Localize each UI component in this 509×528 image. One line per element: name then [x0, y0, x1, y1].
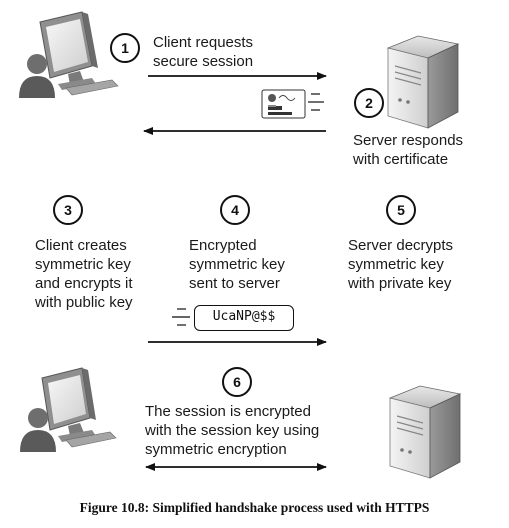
step-5-text: Server decrypts symmetric key with priva… [348, 237, 454, 292]
step-3-number: 3 [53, 195, 83, 225]
figure-caption: Figure 10.8: Simplified handshake proces… [79, 500, 430, 515]
client-computer-icon [39, 11, 119, 96]
step-2-number: 2 [354, 88, 384, 118]
step-4-text: Encrypted symmetric key sent to server [189, 237, 285, 292]
step-6-number: 6 [222, 367, 252, 397]
certificate-icon [261, 89, 306, 119]
step-6-text: The session is encrypted with the sessio… [145, 403, 320, 458]
client-user-icon [20, 408, 56, 452]
step-4-number: 4 [220, 195, 250, 225]
step-2-text: Server responds with certificate [353, 132, 464, 168]
key-motion-lines-icon [172, 308, 190, 326]
step-5-number: 5 [386, 195, 416, 225]
server-icon [386, 35, 460, 129]
server-icon [388, 385, 462, 479]
step-1-number: 1 [110, 33, 140, 63]
step-3-text: Client creates symmetric key and encrypt… [35, 237, 133, 311]
client-user-icon [19, 54, 55, 98]
encrypted-key-box: UcaNP@$$ [194, 305, 294, 331]
motion-lines-icon [308, 93, 324, 111]
client-computer-icon [41, 367, 117, 448]
step-1-text: Client requests secure session [153, 34, 254, 70]
